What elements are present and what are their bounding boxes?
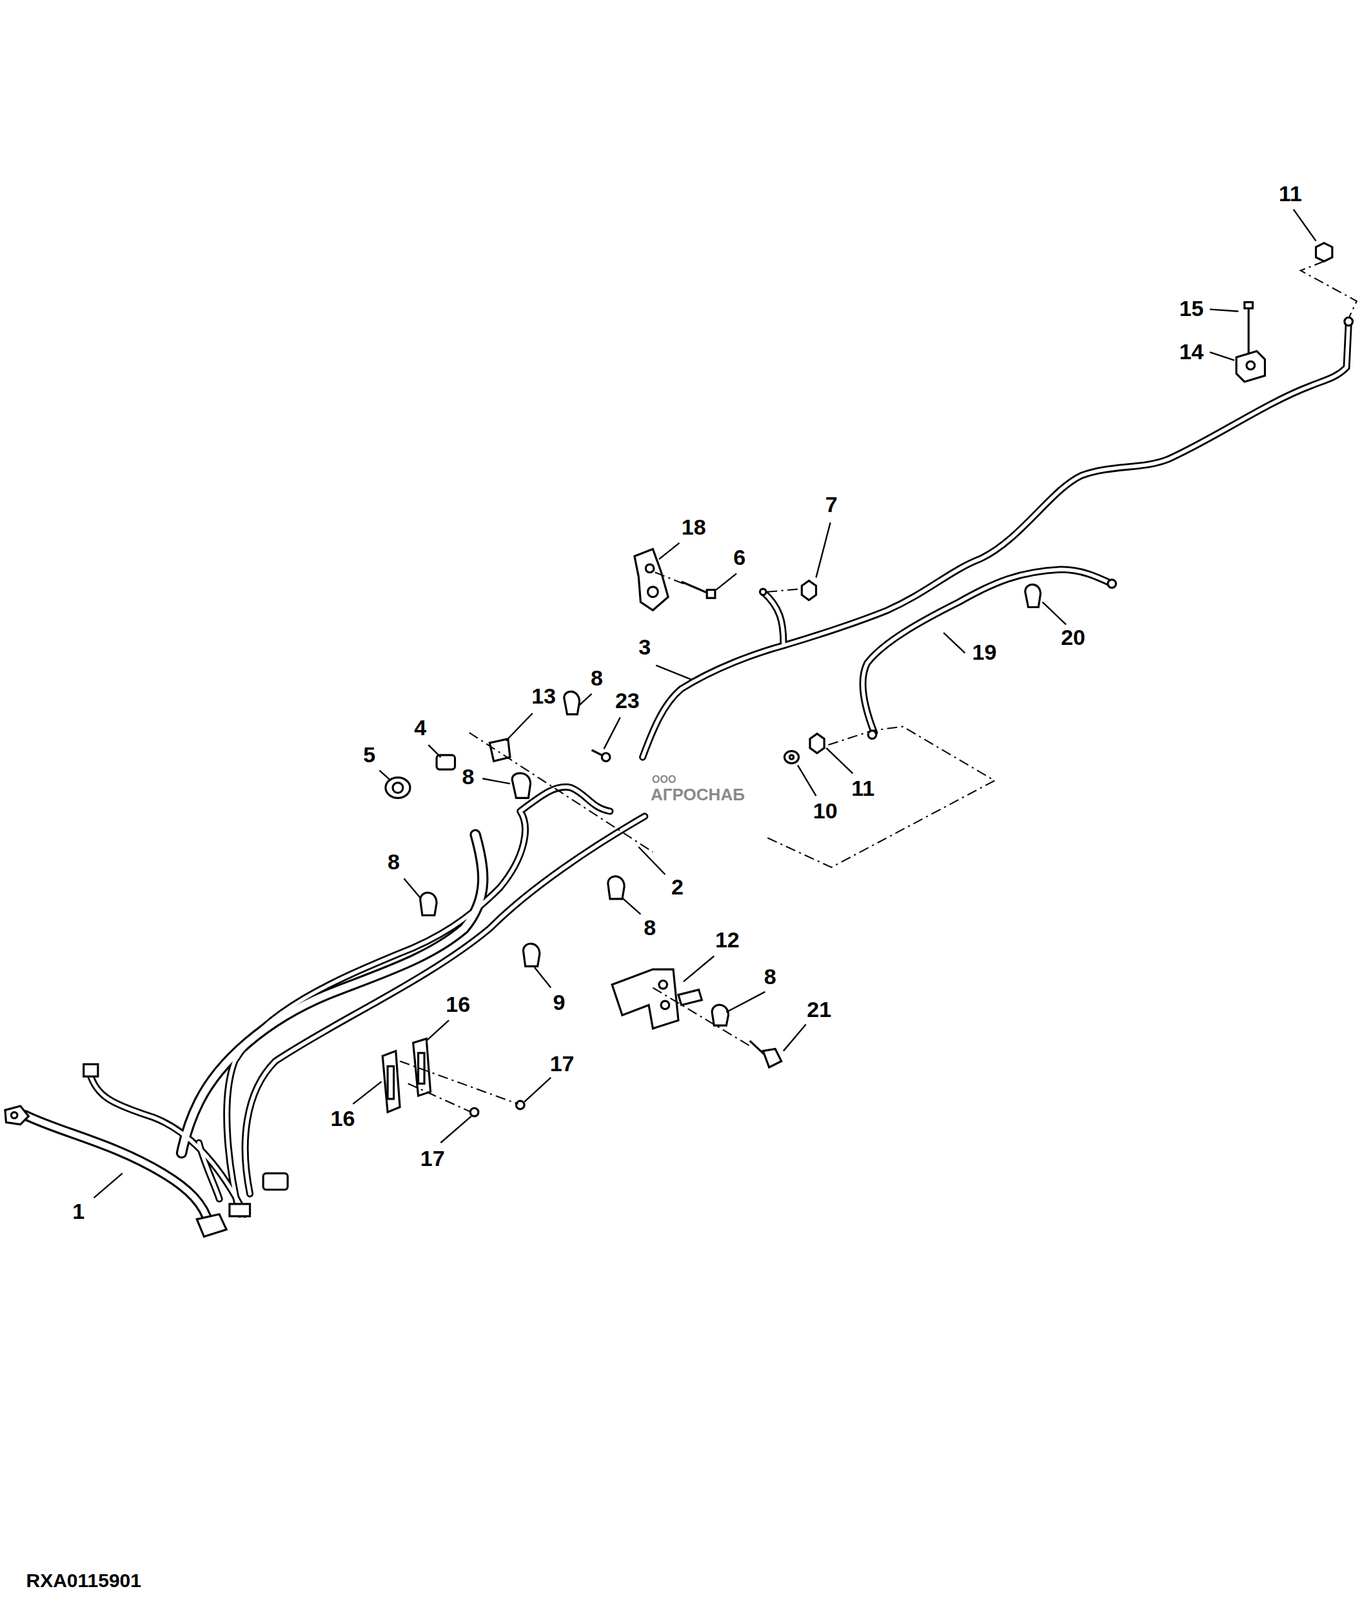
figure-code: RXA0115901 bbox=[23, 1569, 143, 1591]
callout-number: 14 bbox=[1177, 339, 1206, 364]
callout-number: 8 bbox=[460, 765, 477, 790]
callout-number: 18 bbox=[679, 515, 709, 540]
callout-number: 3 bbox=[636, 635, 653, 660]
callout-number: 17 bbox=[548, 1051, 577, 1076]
callout-number: 2 bbox=[669, 875, 686, 900]
watermark: ООО bbox=[650, 773, 678, 786]
callout-number: 13 bbox=[529, 684, 558, 709]
callout-number: 23 bbox=[613, 688, 642, 713]
callout-number: 6 bbox=[731, 546, 748, 571]
callout-number: 19 bbox=[970, 641, 999, 665]
watermark: АГРОСНАБ bbox=[648, 785, 747, 805]
callout-number: 8 bbox=[641, 916, 658, 941]
callout-number: 7 bbox=[823, 492, 840, 517]
callout-number: 16 bbox=[328, 1107, 358, 1132]
callout-number: 8 bbox=[588, 666, 605, 691]
callout-number: 16 bbox=[443, 992, 473, 1017]
callout-number: 20 bbox=[1058, 625, 1088, 650]
callout-number: 12 bbox=[713, 928, 742, 953]
callout-number: 4 bbox=[412, 716, 429, 741]
callout-number: 15 bbox=[1177, 297, 1206, 322]
callout-number: 21 bbox=[804, 997, 834, 1022]
callout-number: 8 bbox=[385, 849, 402, 874]
callout-number: 1 bbox=[70, 1200, 87, 1224]
callout-number: 9 bbox=[550, 990, 567, 1015]
callout-number: 10 bbox=[811, 798, 840, 823]
callout-number: 17 bbox=[418, 1146, 447, 1171]
callout-number: 5 bbox=[361, 742, 378, 767]
callout-number: 11 bbox=[849, 776, 877, 801]
callout-number: 11 bbox=[1276, 181, 1304, 206]
callout-number: 8 bbox=[762, 965, 779, 990]
